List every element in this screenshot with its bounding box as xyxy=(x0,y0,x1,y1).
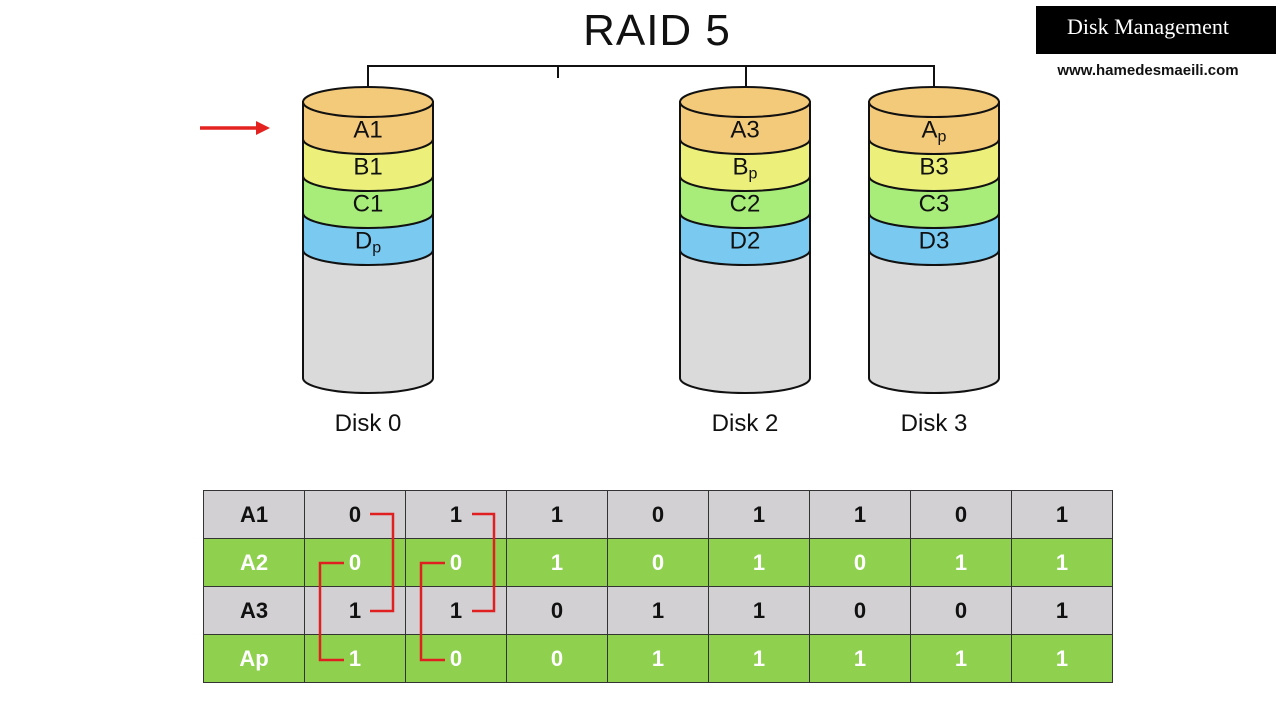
row-label: A2 xyxy=(203,538,305,587)
bit-cell: 0 xyxy=(304,490,406,539)
bit-cell: 1 xyxy=(910,538,1012,587)
bit-cell: 1 xyxy=(304,586,406,635)
segment-label: C2 xyxy=(730,191,761,218)
bit-cell: 1 xyxy=(708,586,810,635)
disk-label: Disk 2 xyxy=(712,410,779,437)
bit-cell: 1 xyxy=(708,490,810,539)
disk-top xyxy=(302,86,434,118)
row-label: Ap xyxy=(203,634,305,683)
bit-cell: 0 xyxy=(910,490,1012,539)
disk-label: Disk 0 xyxy=(335,410,402,437)
segment-label: C1 xyxy=(353,191,384,218)
segment-label: B1 xyxy=(353,154,382,181)
brand-url[interactable]: www.hamedesmaeili.com xyxy=(1057,62,1239,79)
bit-cell: 0 xyxy=(304,538,406,587)
bit-cell: 1 xyxy=(708,634,810,683)
disk-top xyxy=(679,86,811,118)
bit-cell: 1 xyxy=(809,490,911,539)
disk-body xyxy=(679,249,811,394)
disk-label: Disk 3 xyxy=(901,410,968,437)
bit-cell: 1 xyxy=(506,490,608,539)
bit-cell: 1 xyxy=(910,634,1012,683)
bit-cell: 1 xyxy=(1011,586,1113,635)
segment-label: Bp xyxy=(733,154,758,183)
bit-cell: 1 xyxy=(607,586,709,635)
bit-cell: 1 xyxy=(506,538,608,587)
bit-cell: 0 xyxy=(809,586,911,635)
brand-name: Disk Management xyxy=(1067,14,1229,39)
row-label: A1 xyxy=(203,490,305,539)
bit-cell: 1 xyxy=(607,634,709,683)
segment-label: A1 xyxy=(353,117,382,144)
bit-cell: 0 xyxy=(809,538,911,587)
bit-cell: 1 xyxy=(1011,538,1113,587)
segment-label: C3 xyxy=(919,191,950,218)
bit-cell: 0 xyxy=(405,538,507,587)
segment-label: B3 xyxy=(919,154,948,181)
bit-cell: 1 xyxy=(304,634,406,683)
pointer-arrow-icon xyxy=(200,121,270,135)
page-title: RAID 5 xyxy=(583,6,731,55)
bit-cell: 0 xyxy=(405,634,507,683)
bit-cell: 0 xyxy=(506,586,608,635)
segment-label: D3 xyxy=(919,228,950,255)
bit-cell: 1 xyxy=(405,586,507,635)
bit-cell: 1 xyxy=(708,538,810,587)
bit-cell: 0 xyxy=(607,490,709,539)
disk-body xyxy=(868,249,1000,394)
bit-cell: 1 xyxy=(405,490,507,539)
bit-cell: 1 xyxy=(1011,634,1113,683)
bit-cell: 1 xyxy=(1011,490,1113,539)
disk-body xyxy=(302,249,434,394)
bit-cell: 1 xyxy=(809,634,911,683)
segment-label: A3 xyxy=(730,117,759,144)
bit-cell: 0 xyxy=(910,586,1012,635)
bit-cell: 0 xyxy=(607,538,709,587)
connector-lines xyxy=(367,65,935,100)
segment-label: Dp xyxy=(355,228,381,257)
row-label: A3 xyxy=(203,586,305,635)
brand-banner xyxy=(1036,6,1276,54)
segment-label: D2 xyxy=(730,228,761,255)
segment-label: Ap xyxy=(922,117,947,146)
bit-cell: 0 xyxy=(506,634,608,683)
disk-top xyxy=(868,86,1000,118)
